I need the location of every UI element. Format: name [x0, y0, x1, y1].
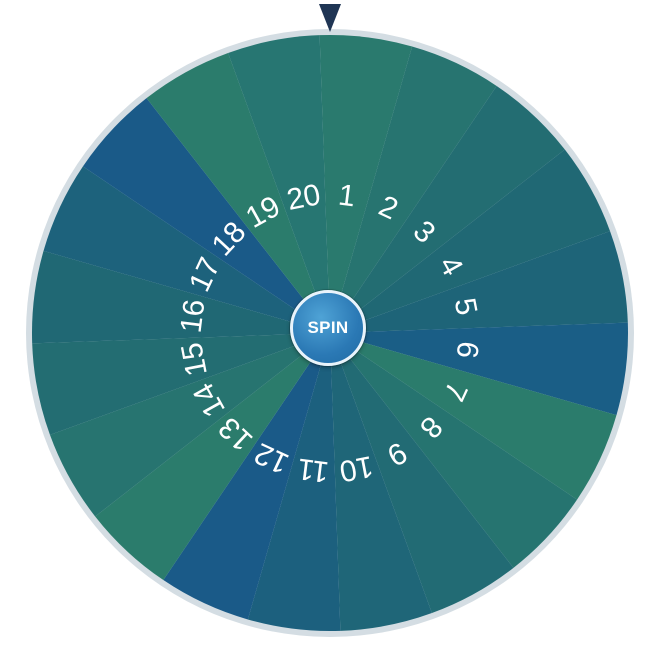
- wheel-segment-13: [95, 333, 330, 581]
- wheel-segment-9: [330, 333, 514, 614]
- wheel-segment-8: [330, 333, 578, 568]
- wheel-segment-16: [31, 250, 330, 344]
- wheel-segments: [31, 34, 629, 632]
- wheel-segment-17: [43, 166, 330, 333]
- wheel-segment-label: 10: [337, 449, 376, 488]
- wheel-segment-11: [247, 333, 341, 632]
- wheel-segment-12: [163, 333, 330, 620]
- wheel-segment-15: [32, 333, 331, 435]
- spin-button[interactable]: SPIN: [290, 290, 366, 366]
- wheel-segment-7: [330, 333, 617, 500]
- wheel-segment-label: 16: [175, 298, 212, 335]
- wheel-segment-18: [82, 98, 330, 333]
- wheel-segment-3: [330, 85, 565, 333]
- wheel-segment-label: 1: [337, 179, 358, 214]
- wheel-segment-label: 5: [448, 295, 484, 318]
- wheel-segment-5: [330, 231, 628, 333]
- wheel-segment-4: [330, 149, 611, 333]
- wheel-segment-10: [330, 333, 432, 631]
- wheel-segment-label: 6: [450, 340, 485, 361]
- wheel-segment-1: [319, 34, 413, 333]
- wheel-segment-20: [228, 35, 330, 334]
- wheel-segment-19: [146, 52, 330, 333]
- wheel-segment-label: 11: [296, 452, 331, 489]
- wheel-segment-6: [330, 322, 629, 416]
- pointer-arrow-icon: [319, 4, 341, 32]
- wheel-segment-label: 20: [284, 178, 323, 217]
- wheel-segment-label: 15: [175, 340, 214, 379]
- spin-button-label: SPIN: [307, 318, 349, 337]
- wheel-segment-2: [330, 46, 497, 333]
- wheel-segment-14: [49, 333, 330, 517]
